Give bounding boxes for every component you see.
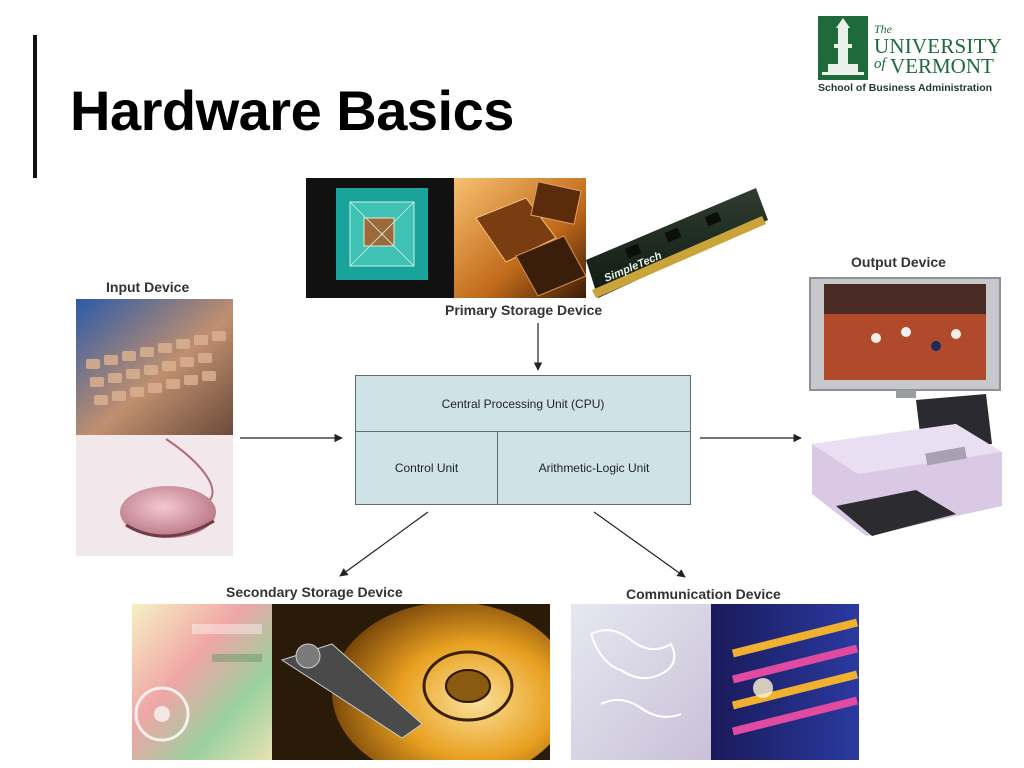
logo-of: of xyxy=(874,56,886,72)
secondary-storage-images xyxy=(132,604,550,760)
logo-the: The xyxy=(874,22,892,36)
primary-storage-label: Primary Storage Device xyxy=(445,302,603,318)
logo-university: UNIVERSITY xyxy=(874,34,1002,58)
ram-module-image: SimpleTech xyxy=(586,188,768,298)
logo-vermont: VERMONT xyxy=(890,54,994,78)
title-accent-bar xyxy=(33,35,37,178)
processor-package-image xyxy=(454,178,587,298)
output-device-label: Output Device xyxy=(851,254,946,270)
cpu-label: Central Processing Unit (CPU) xyxy=(356,376,690,432)
logo-school: School of Business Administration xyxy=(818,82,993,94)
slide-title: Hardware Basics xyxy=(70,79,514,142)
hard-drive-image xyxy=(272,604,550,760)
arrow-cpu-to-communication xyxy=(593,511,686,578)
logo-tower-emblem xyxy=(818,16,868,80)
keyboard-image xyxy=(76,299,233,435)
chip-die-image xyxy=(306,178,454,298)
communication-device-images xyxy=(571,604,859,760)
university-logo: The UNIVERSITY of VERMONT School of Busi… xyxy=(818,16,1002,96)
cd-collage-image xyxy=(132,604,272,760)
cpu-block: Central Processing Unit (CPU) Control Un… xyxy=(355,375,691,505)
secondary-storage-label: Secondary Storage Device xyxy=(226,584,403,600)
mouse-image xyxy=(76,435,233,556)
world-map-collage-image xyxy=(571,604,711,760)
arrow-cpu-to-secondary xyxy=(339,511,429,577)
input-device-images xyxy=(76,299,233,556)
output-device-images xyxy=(809,277,1002,536)
monitor-image xyxy=(809,277,1001,398)
printer-image xyxy=(812,394,1002,536)
alu-label: Arithmetic-Logic Unit xyxy=(538,461,650,475)
network-cables-image xyxy=(711,604,859,760)
input-device-label: Input Device xyxy=(106,279,190,295)
control-unit-label: Control Unit xyxy=(356,432,498,504)
primary-storage-images: SimpleTech xyxy=(306,178,768,298)
communication-device-label: Communication Device xyxy=(626,586,781,602)
